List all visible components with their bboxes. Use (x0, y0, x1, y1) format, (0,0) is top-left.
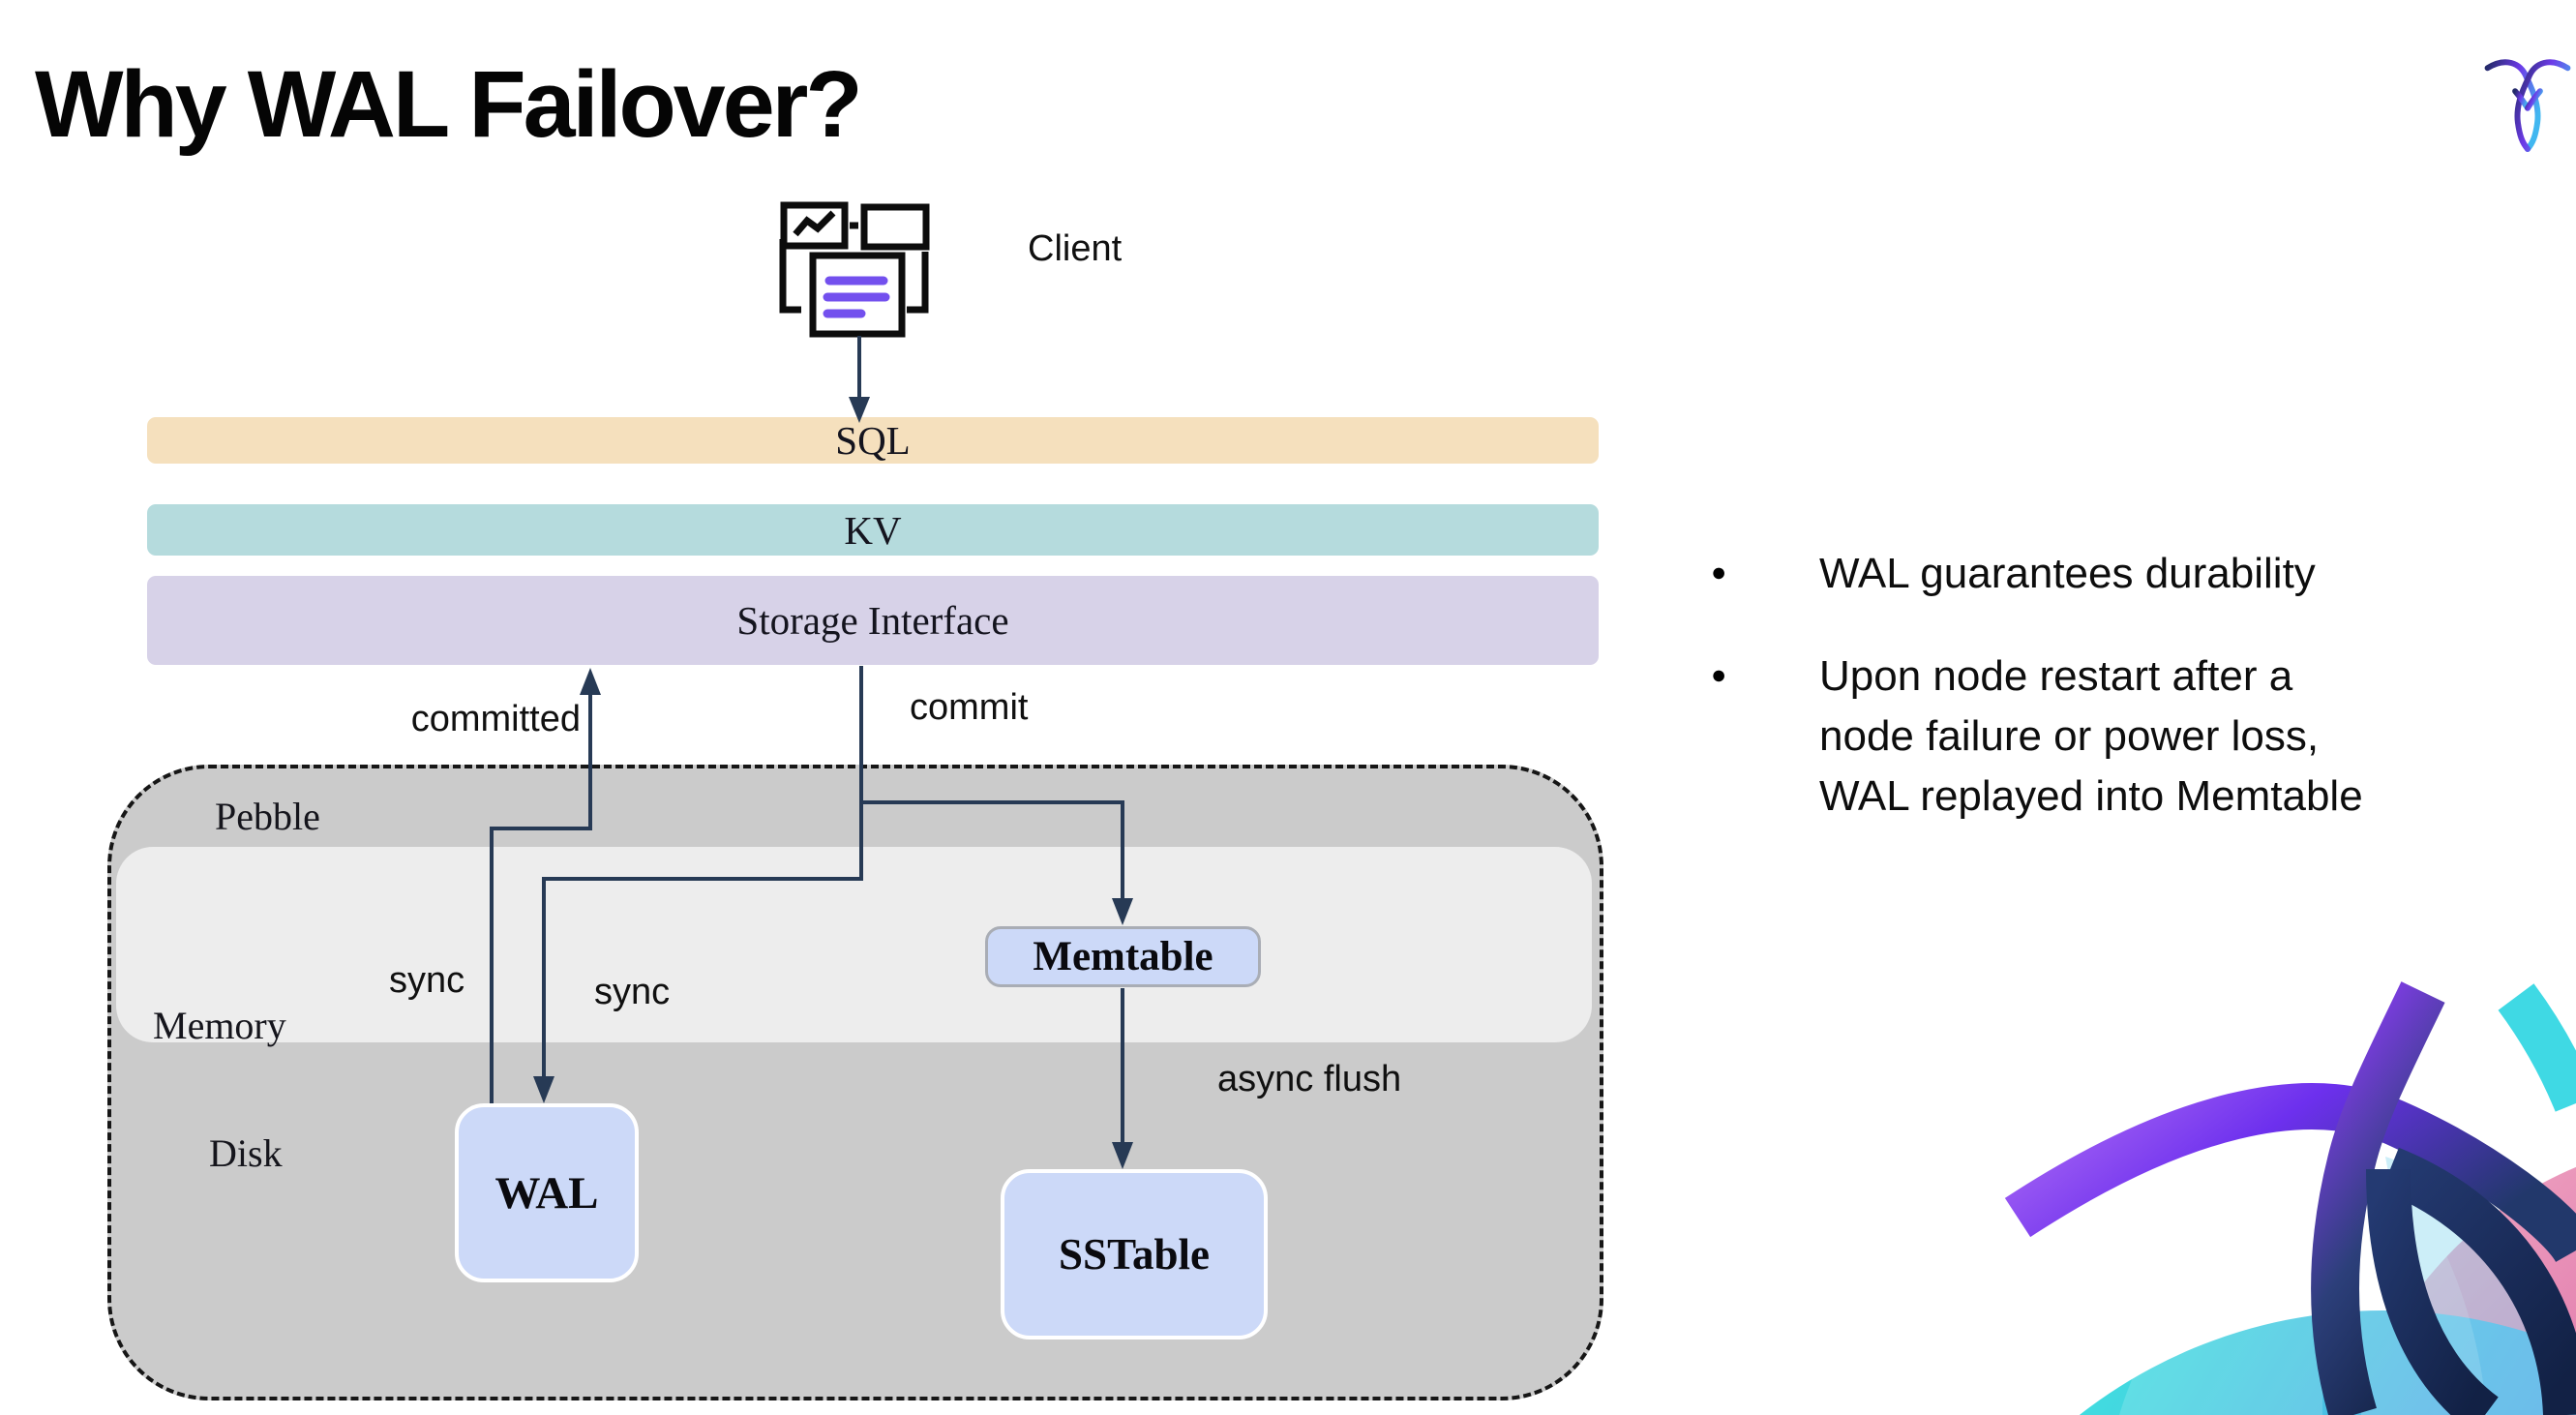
decor-blue-circle (2079, 1310, 2576, 1415)
decor-petal (2357, 1152, 2487, 1415)
layer-sql: SQL (147, 417, 1599, 464)
bullet-icon: ● (1711, 557, 1727, 587)
wal-node: WAL (455, 1103, 639, 1282)
decor-cyan-arc (2498, 983, 2576, 1112)
list-item: ● WAL guarantees durability (1711, 544, 2562, 604)
decor-petal (2119, 1147, 2376, 1415)
cockroach-logo-icon (2483, 54, 2572, 155)
disk-label: Disk (209, 1131, 283, 1175)
sstable-node: SSTable (1001, 1169, 1268, 1340)
bullet-text: WAL guarantees durability (1819, 550, 2316, 597)
client-icon (774, 196, 934, 341)
sync-label-1: sync (389, 960, 465, 1001)
bullet-line: WAL replayed into Memtable (1819, 772, 2363, 820)
decor-leaf-outline (2366, 1168, 2500, 1415)
layer-kv-label: KV (844, 507, 902, 553)
client-label: Client (1028, 228, 1123, 269)
bullet-text: Upon node restart after a node failure o… (1819, 647, 2363, 827)
bullet-line: Upon node restart after a (1819, 652, 2293, 700)
memtable-label: Memtable (1033, 934, 1213, 979)
sstable-label: SSTable (1059, 1230, 1210, 1279)
decor-stem-arc (2311, 981, 2445, 1415)
layer-storage-interface: Storage Interface (147, 576, 1599, 665)
decor-leaf-outline (2381, 1147, 2576, 1415)
wal-label: WAL (494, 1167, 599, 1219)
memtable-node: Memtable (985, 926, 1261, 987)
layer-kv: KV (147, 504, 1599, 556)
decor-antenna-arc (2004, 1083, 2576, 1263)
pebble-label: Pebble (215, 795, 320, 838)
decor-pink-circle (2356, 1166, 2576, 1415)
page-title: Why WAL Failover? (35, 51, 863, 157)
layer-storage-label: Storage Interface (736, 598, 1009, 643)
async-flush-label: async flush (1217, 1059, 1402, 1099)
memory-band (116, 847, 1592, 1042)
sync-label-2: sync (594, 972, 671, 1012)
memory-label: Memory (153, 1004, 286, 1047)
bullet-list: ● WAL guarantees durability ● Upon node … (1711, 544, 2562, 827)
bullet-line: node failure or power loss, (1819, 712, 2320, 760)
committed-label: committed (410, 699, 581, 739)
layer-sql-label: SQL (835, 418, 911, 463)
arrowhead-storage (580, 668, 601, 695)
bullet-icon: ● (1711, 660, 1727, 689)
commit-label: commit (910, 687, 1029, 728)
decor-petal (2385, 1157, 2576, 1415)
list-item: ● Upon node restart after a node failure… (1711, 647, 2562, 827)
